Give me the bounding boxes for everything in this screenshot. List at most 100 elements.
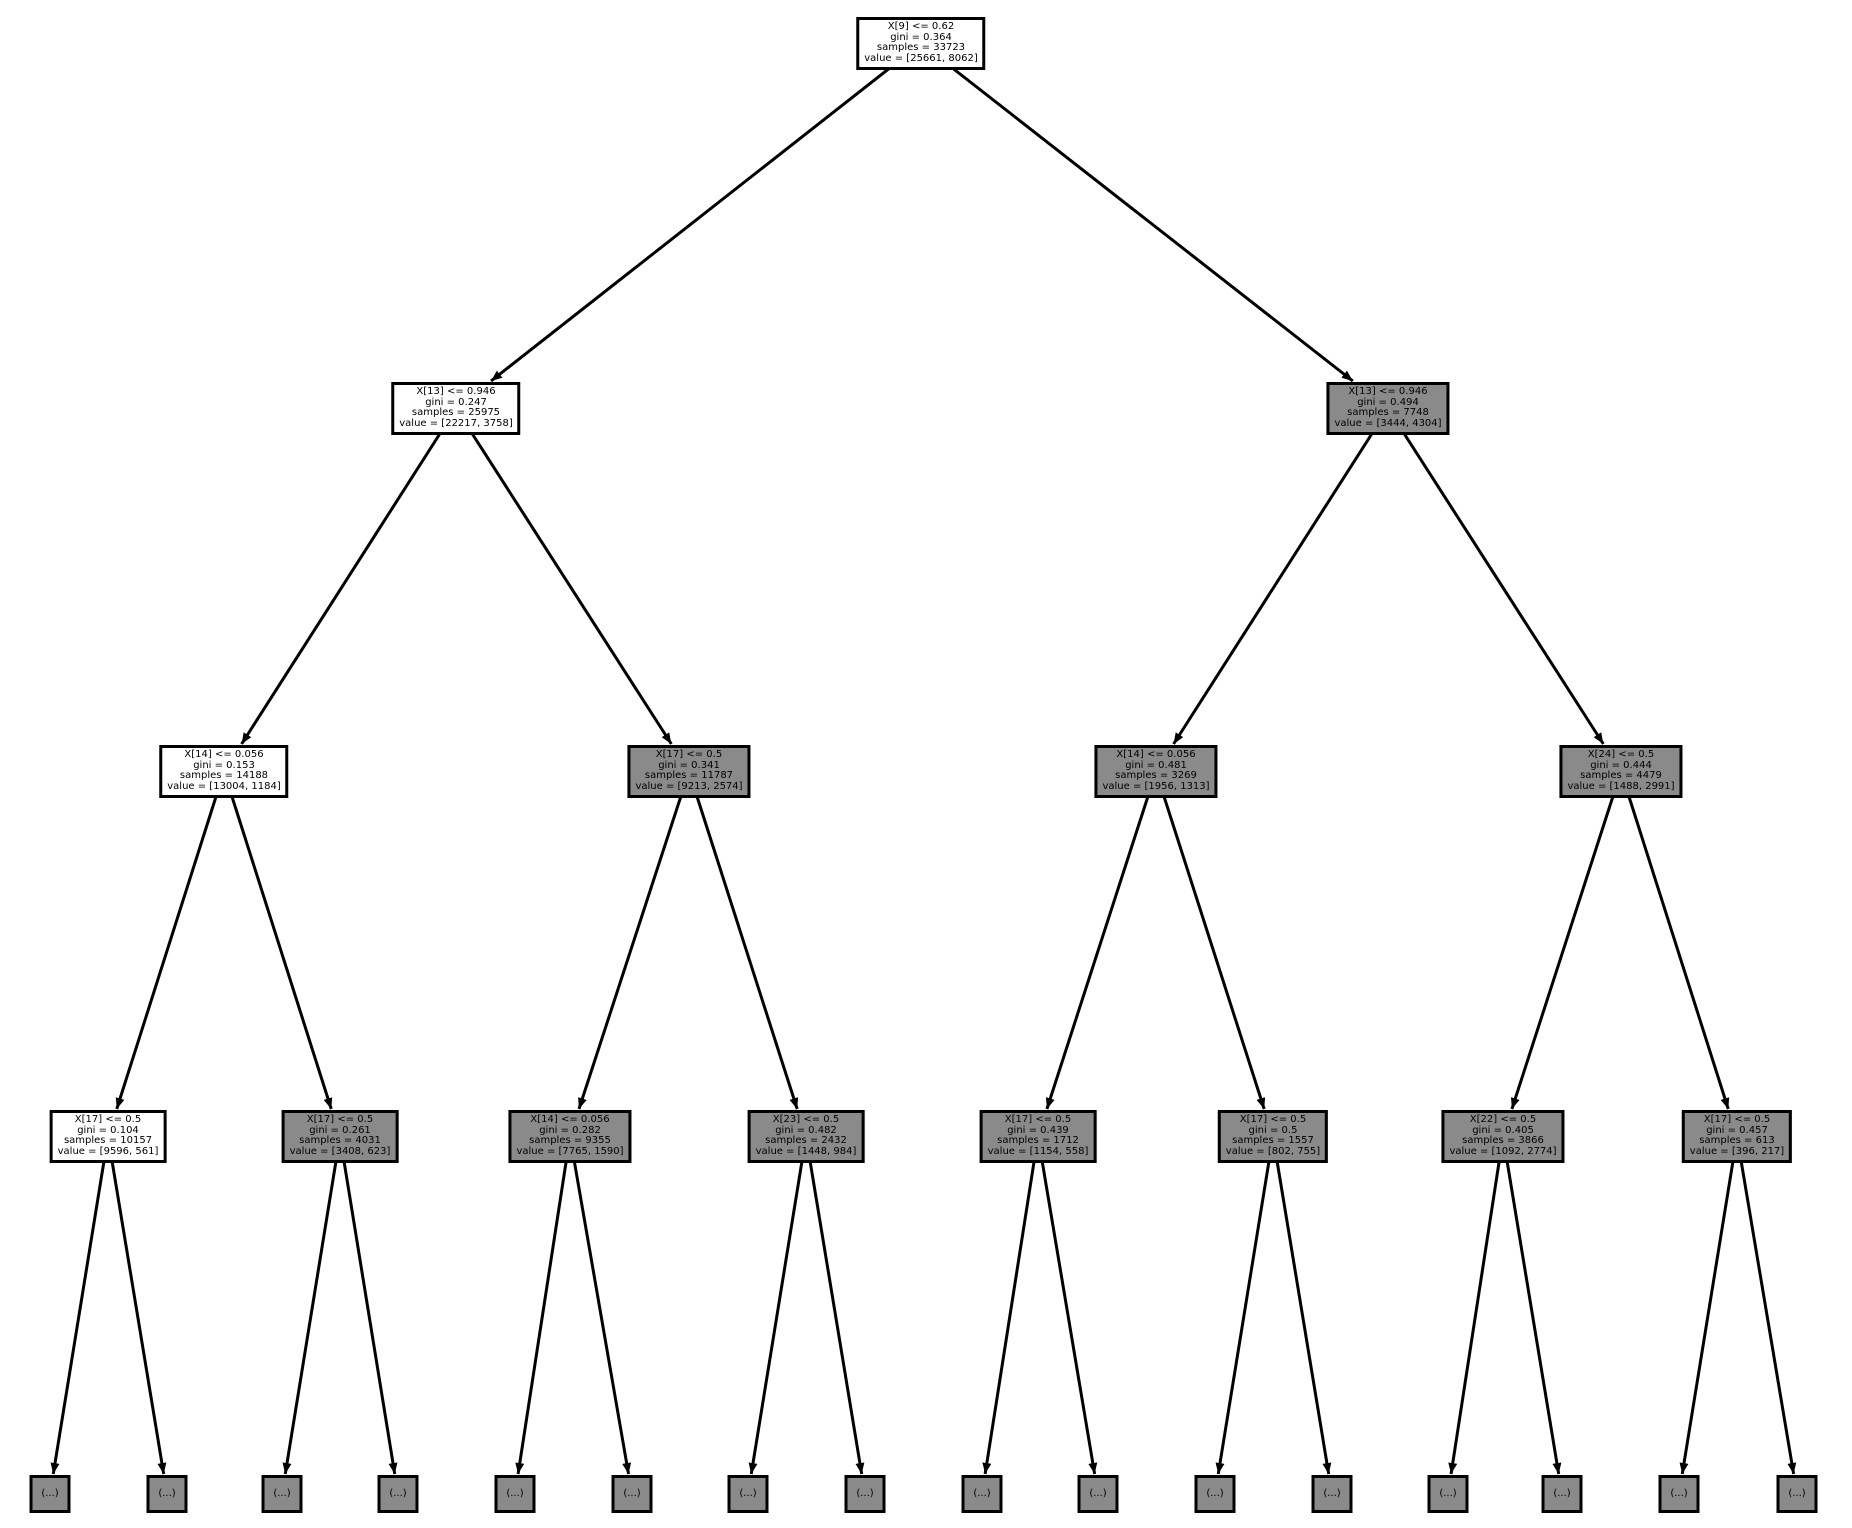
tree-edge [515,1136,572,1475]
tree-node-text: samples = 14188 [179,770,269,781]
tree-leaf-node: (...) [1077,1475,1119,1513]
tree-edge [1510,771,1623,1110]
tree-node-text: (...) [1553,1487,1571,1499]
tree-node-text: samples = 9355 [529,1135,611,1146]
tree-node-text: gini = 0.457 [1706,1124,1768,1136]
tree-node-text: gini = 0.153 [193,759,255,771]
tree-edge [1501,1136,1562,1475]
tree-node-text: X[22] <= 0.5 [1469,1114,1537,1125]
tree-node-text: (...) [506,1487,524,1499]
tree-edge [282,1136,342,1475]
tree-leaf-node: (...) [1658,1475,1700,1513]
tree-node-text: X[17] <= 0.5 [306,1114,374,1125]
tree-node-text: gini = 0.341 [658,759,720,771]
tree-edge [568,1136,632,1475]
tree-node-text: X[13] <= 0.946 [1348,386,1428,397]
tree-node-text: samples = 3269 [1115,770,1197,781]
tree-edge [115,771,226,1110]
tree-node-text: X[9] <= 0.62 [887,21,955,32]
tree-node-text: value = [1448, 984] [755,1145,857,1157]
tree-edge [222,771,333,1110]
tree-edge [748,1136,808,1475]
tree-edge [1271,1136,1332,1475]
tree-node-text: value = [1956, 1313] [1102,780,1210,792]
tree-node-text: value = [1154, 558] [987,1145,1089,1157]
tree-leaf-node: (...) [1427,1475,1469,1513]
tree-node-text: X[17] <= 0.5 [74,1114,142,1125]
tree-edge [1154,771,1266,1110]
tree-edge [982,1136,1040,1475]
tree-node-text: samples = 613 [1699,1135,1775,1146]
tree-node-text: X[17] <= 0.5 [1239,1114,1307,1125]
tree-edge [577,771,691,1110]
tree-node-text: (...) [739,1487,757,1499]
tree-node-text: value = [802, 755] [1225,1145,1321,1157]
tree-node-text: X[14] <= 0.056 [1116,749,1196,760]
tree-node-text: X[14] <= 0.056 [184,749,264,760]
tree-edge [338,1136,398,1475]
tree-node-text: value = [13004, 1184] [167,780,281,792]
tree-node-text: gini = 0.444 [1590,759,1652,771]
tree-node-text: X[17] <= 0.5 [655,749,723,760]
tree-edge [1386,407,1605,745]
tree-node-text: gini = 0.494 [1357,396,1419,408]
tree-node-text: samples = 3866 [1462,1135,1544,1146]
tree-leaf-node: (...) [29,1475,71,1513]
tree-node-text: gini = 0.482 [775,1124,837,1136]
tree-node-text: samples = 1712 [997,1135,1079,1146]
tree-leaf-node: (...) [494,1475,536,1513]
tree-edge [240,407,458,745]
tree-node-text: (...) [856,1487,874,1499]
tree-node-text: value = [7765, 1590] [516,1145,624,1157]
tree-leaf-node: (...) [1311,1475,1353,1513]
tree-leaf-node: (...) [377,1475,419,1513]
tree-node-text: X[13] <= 0.946 [416,386,496,397]
tree-leaf-node: (...) [961,1475,1003,1513]
tree-node-text: (...) [1788,1487,1806,1499]
tree-edge [1735,1136,1797,1475]
tree-node-text: (...) [1670,1487,1688,1499]
tree-leaf-node: (...) [146,1475,188,1513]
tree-node-text: (...) [1206,1487,1224,1499]
tree-leaf-node: (...) [611,1475,653,1513]
tree-node-text: samples = 25975 [411,407,501,418]
tree-node-text: (...) [623,1487,641,1499]
tree-leaf-node: (...) [1541,1475,1583,1513]
tree-edge [1172,407,1390,745]
tree-node-text: value = [9213, 2574] [635,780,743,792]
tree-node-text: samples = 7748 [1347,407,1429,418]
tree-node-text: (...) [1439,1487,1457,1499]
tree-node-text: value = [1488, 2991] [1567,780,1675,792]
tree-leaf-node: (...) [1776,1475,1818,1513]
tree-node-text: (...) [389,1487,407,1499]
tree-node-text: gini = 0.282 [539,1124,601,1136]
tree-node-text: gini = 0.5 [1248,1124,1298,1136]
tree-node-text: samples = 2432 [765,1135,847,1146]
tree-node-text: value = [22217, 3758] [399,417,513,429]
tree-node-text: (...) [273,1487,291,1499]
tree-node-text: (...) [1089,1487,1107,1499]
tree-node-text: gini = 0.405 [1472,1124,1534,1136]
tree-edge [687,771,799,1110]
tree-node-text: X[17] <= 0.5 [1703,1114,1771,1125]
tree-node-text: samples = 1557 [1232,1135,1314,1146]
tree-leaf-node: (...) [261,1475,303,1513]
tree-edge [804,1136,865,1475]
tree-edge [1448,1136,1505,1475]
tree-node-text: samples = 33723 [876,42,966,53]
tree-node-text: value = [3444, 4304] [1334,417,1442,429]
tree-edge [1679,1136,1739,1475]
